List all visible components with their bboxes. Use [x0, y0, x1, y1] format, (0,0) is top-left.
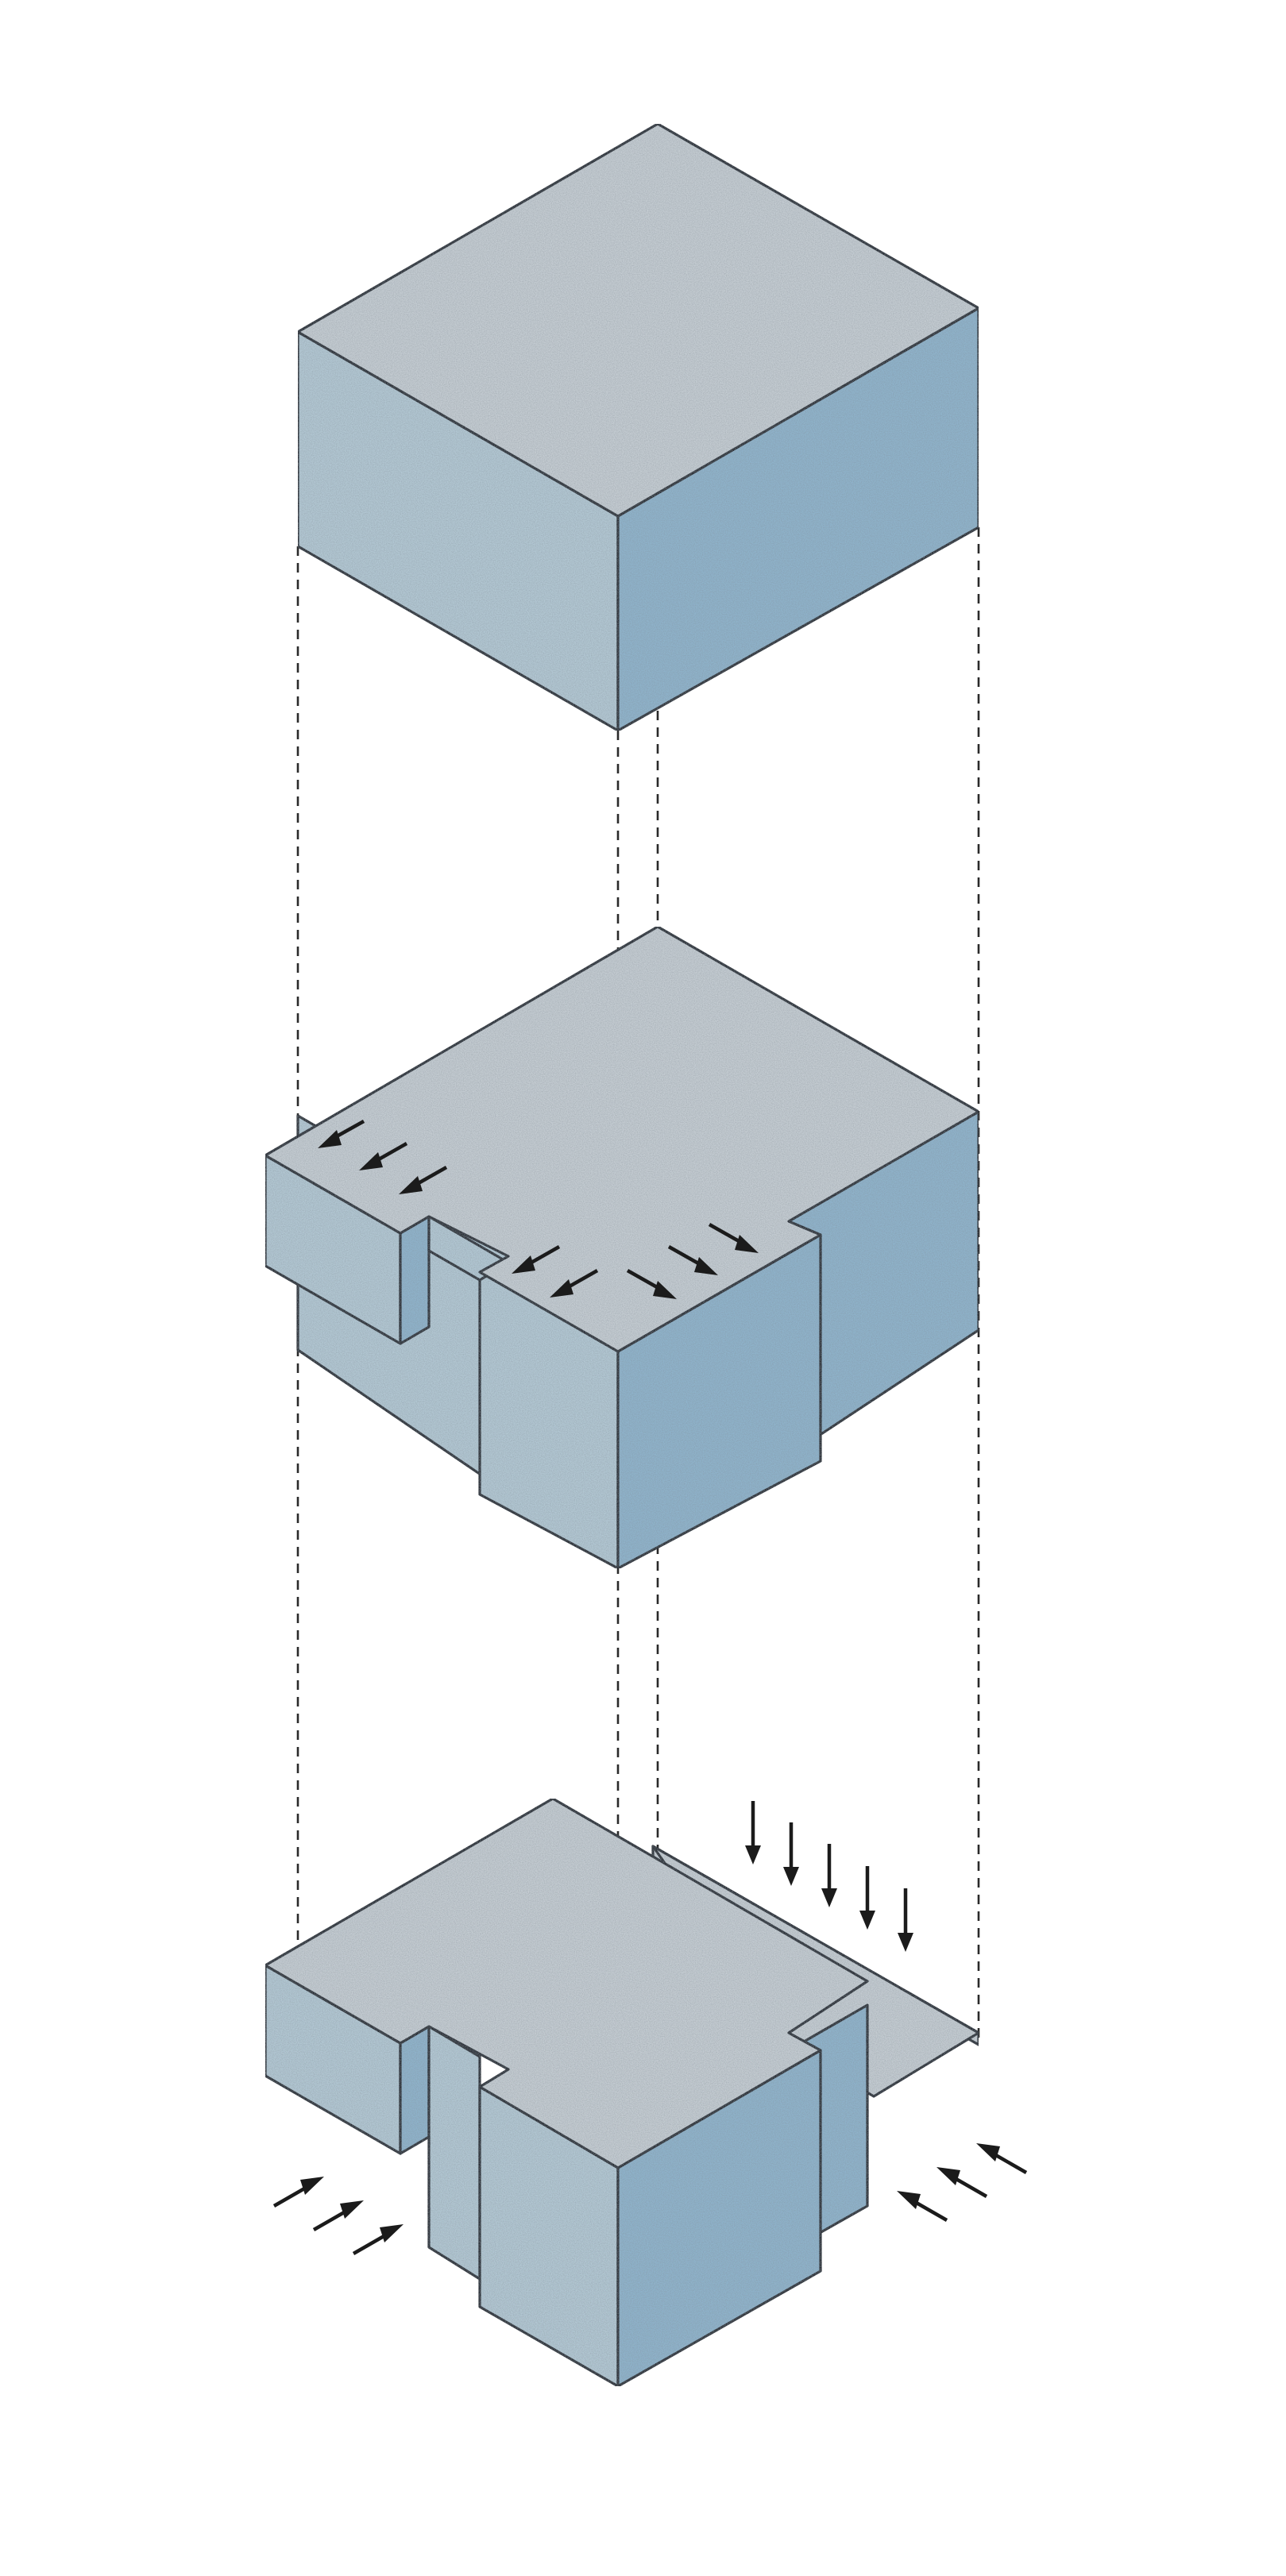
arrow-icon	[626, 1269, 677, 1299]
block3-left-tab-right-face	[399, 2025, 431, 2155]
arrow-icon	[272, 2177, 324, 2208]
arrow-icon	[399, 1166, 448, 1194]
arrow-icon	[976, 2143, 1028, 2174]
arrow-icon	[897, 2191, 948, 2222]
arrow-icon	[352, 2224, 404, 2255]
stage-2-arrows	[318, 1120, 759, 1299]
arrow-down-icon	[898, 1888, 913, 1952]
block2-left-tab-right-face	[399, 1215, 431, 1345]
arrow-icon	[550, 1269, 599, 1298]
stage-3-left-arrows	[272, 2177, 404, 2255]
arrow-down-icon	[783, 1822, 799, 1886]
block2-top-face	[264, 925, 980, 1353]
block1-top-face	[296, 122, 980, 518]
stage-3-down-arrows	[745, 1801, 913, 1952]
block2-notch-wall	[427, 1215, 510, 1282]
arrow-icon	[937, 2167, 988, 2198]
arrow-icon	[512, 1245, 561, 1274]
arrow-icon	[318, 1120, 365, 1148]
block3-top-face	[264, 1797, 869, 2169]
stage-1-block	[296, 122, 980, 732]
stage-2-carved	[264, 925, 980, 1570]
arrow-icon	[359, 1142, 408, 1170]
block3-mid-left-face	[427, 2025, 481, 2281]
arrow-icon	[312, 2200, 364, 2231]
arrow-down-icon	[859, 1866, 875, 1930]
stage-3-lifted	[264, 1797, 980, 2388]
arrow-down-icon	[745, 1801, 761, 1865]
arrow-icon	[708, 1223, 759, 1253]
arrow-down-icon	[821, 1844, 837, 1907]
arrow-icon	[667, 1245, 718, 1275]
stage-3-right-arrows	[897, 2143, 1028, 2222]
